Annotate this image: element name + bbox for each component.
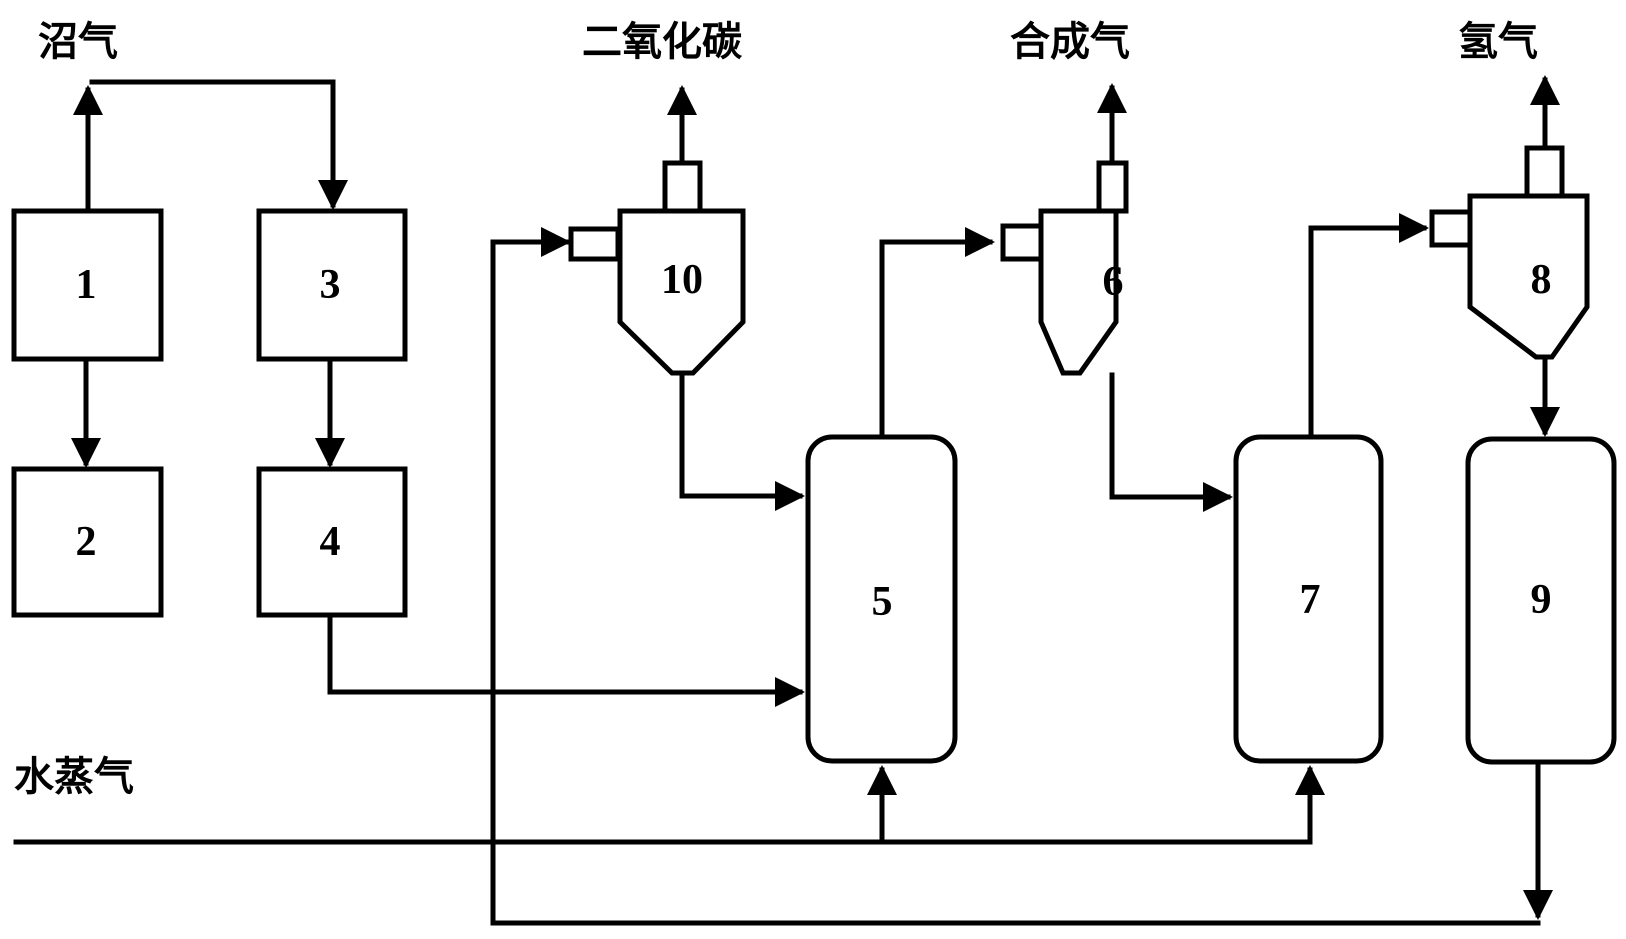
unit-8-separator: 8 <box>1429 145 1590 360</box>
flow-7-to-8 <box>1308 213 1429 440</box>
flow-lines <box>13 75 1560 926</box>
label-syngas: 合成气 <box>1010 19 1130 65</box>
flow-5-to-6 <box>879 227 995 440</box>
flow-recycle-to-10 <box>490 227 1541 926</box>
unit-7-reactor: 7 <box>1233 434 1384 764</box>
unit-1: 1 <box>11 208 164 362</box>
unit-1-label: 1 <box>76 262 97 308</box>
label-steam: 水蒸气 <box>14 754 134 800</box>
unit-3: 3 <box>256 208 408 362</box>
flow-steam-to-7 <box>13 765 1325 845</box>
unit-6-label: 6 <box>1103 259 1124 305</box>
unit-8-label: 8 <box>1531 257 1552 303</box>
unit-3-label: 3 <box>320 262 341 308</box>
unit-5-label: 5 <box>872 579 893 625</box>
unit-2: 2 <box>11 466 164 618</box>
unit-10-separator: 10 <box>568 160 746 376</box>
flow-4-to-5 <box>327 612 805 707</box>
unit-10-label: 10 <box>661 257 703 303</box>
label-carbon-dioxide: 二氧化碳 <box>582 19 743 65</box>
flow-biogas-to-3 <box>89 79 348 210</box>
flow-10-to-5 <box>679 372 805 511</box>
label-hydrogen: 氢气 <box>1458 19 1538 65</box>
flow-6-to-7 <box>1109 372 1233 512</box>
unit-7-label: 7 <box>1300 577 1321 623</box>
unit-9-label: 9 <box>1531 577 1552 623</box>
unit-4-label: 4 <box>320 519 341 565</box>
unit-4: 4 <box>256 466 408 618</box>
unit-6-separator: 6 <box>1000 160 1129 376</box>
unit-2-label: 2 <box>76 519 97 565</box>
unit-5-reactor: 5 <box>805 434 958 764</box>
unit-9-vessel: 9 <box>1465 436 1617 765</box>
label-biogas: 沼气 <box>38 19 118 65</box>
